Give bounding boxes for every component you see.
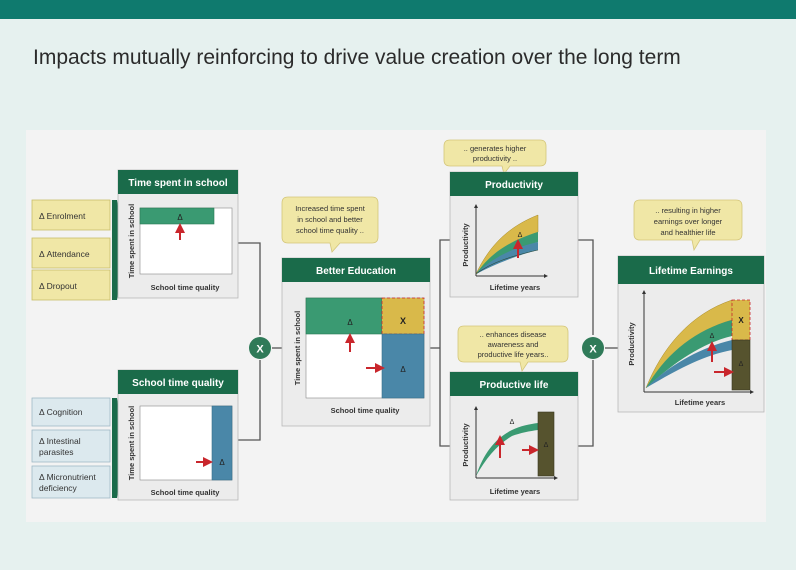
- svg-text:.. enhances disease: .. enhances disease: [480, 330, 547, 339]
- connector-lines: [238, 239, 618, 447]
- svg-text:School time quality: School time quality: [151, 283, 221, 292]
- svg-text:Δ: Δ: [347, 318, 353, 327]
- svg-text:Time spent in school: Time spent in school: [127, 406, 136, 480]
- svg-text:Δ: Δ: [518, 232, 523, 239]
- svg-text:Δ Enrolment: Δ Enrolment: [39, 211, 86, 221]
- svg-text:Δ: Δ: [710, 333, 715, 340]
- multiply-connector-left: X: [249, 337, 271, 359]
- inputs-bottom: Δ Cognition Δ Intestinal parasites Δ Mic…: [31, 397, 111, 499]
- panel-productive-life: Productive life Δ Δ Productivity Lifetim…: [449, 371, 579, 501]
- panel-productivity: Productivity Δ Productivity Lifetime yea…: [449, 171, 579, 298]
- callout-earnings: .. resulting in higher earnings over lon…: [633, 199, 743, 252]
- svg-text:Productivity: Productivity: [461, 223, 470, 267]
- svg-text:Time spent in school: Time spent in school: [127, 204, 136, 278]
- panel-lifetime-earnings: Lifetime Earnings Δ X Δ Productivity Lif…: [617, 255, 765, 413]
- svg-text:Δ Cognition: Δ Cognition: [39, 407, 83, 417]
- svg-text:Δ: Δ: [544, 442, 549, 449]
- svg-text:.. generates higher: .. generates higher: [464, 144, 527, 153]
- input-box-cognition: Δ Cognition: [31, 397, 111, 427]
- svg-text:earnings over longer: earnings over longer: [654, 217, 723, 226]
- svg-text:Δ Attendance: Δ Attendance: [39, 249, 90, 259]
- multiply-symbol: X: [589, 344, 597, 356]
- svg-text:Δ: Δ: [510, 419, 515, 426]
- svg-text:Δ: Δ: [219, 458, 225, 467]
- svg-text:Lifetime years: Lifetime years: [490, 487, 540, 496]
- svg-text:Δ Dropout: Δ Dropout: [39, 281, 77, 291]
- input-box-enrolment: Δ Enrolment: [31, 199, 111, 231]
- svg-text:Δ Intestinal: Δ Intestinal: [39, 436, 81, 446]
- svg-text:parasites: parasites: [39, 447, 74, 457]
- svg-text:deficiency: deficiency: [39, 483, 78, 493]
- panel-title: Better Education: [316, 266, 396, 277]
- svg-text:Lifetime years: Lifetime years: [675, 398, 725, 407]
- svg-text:productive life years..: productive life years..: [478, 350, 549, 359]
- svg-text:productivity ..: productivity ..: [473, 154, 517, 163]
- panel-title: Time spent in school: [128, 178, 227, 189]
- svg-text:Δ Micronutrient: Δ Micronutrient: [39, 472, 96, 482]
- panel-time-spent: Time spent in school Δ Time spent in sch…: [117, 169, 239, 299]
- svg-text:Time spent in school: Time spent in school: [293, 311, 302, 385]
- panel-title: Productivity: [485, 180, 543, 191]
- input-box-intestinal-parasites: Δ Intestinal parasites: [31, 429, 111, 463]
- svg-text:and healthier life: and healthier life: [660, 228, 715, 237]
- panel-title: Lifetime Earnings: [649, 266, 733, 277]
- callout-productive-life: .. enhances disease awareness and produc…: [457, 325, 569, 373]
- svg-text:Δ: Δ: [177, 213, 183, 222]
- callout-education: Increased time spent in school and bette…: [281, 196, 379, 253]
- panel-better-education: Better Education Δ X Δ Time spent in sch…: [281, 257, 431, 427]
- svg-text:school time quality ..: school time quality ..: [296, 226, 364, 235]
- input-box-attendance: Δ Attendance: [31, 237, 111, 269]
- top-band: [0, 0, 796, 19]
- callout-productivity: .. generates higher productivity ..: [443, 139, 547, 175]
- svg-text:X: X: [400, 316, 406, 326]
- multiply-connector-right: X: [582, 337, 604, 359]
- multiply-symbol: X: [256, 344, 264, 356]
- svg-text:School time quality: School time quality: [331, 406, 401, 415]
- svg-text:Δ: Δ: [739, 361, 744, 368]
- svg-text:Lifetime years: Lifetime years: [490, 283, 540, 292]
- svg-text:in school and better: in school and better: [297, 215, 363, 224]
- inputs-top: Δ Enrolment Δ Attendance Δ Dropout: [31, 199, 111, 301]
- panel-title: School time quality: [132, 378, 224, 389]
- svg-text:X: X: [738, 316, 744, 325]
- svg-text:Increased time spent: Increased time spent: [295, 204, 366, 213]
- svg-text:School time quality: School time quality: [151, 488, 221, 497]
- input-box-dropout: Δ Dropout: [31, 269, 111, 301]
- input-box-micronutrient-deficiency: Δ Micronutrient deficiency: [31, 465, 111, 499]
- page-title: Impacts mutually reinforcing to drive va…: [33, 46, 681, 69]
- svg-text:Δ: Δ: [400, 365, 406, 374]
- svg-text:.. resulting in higher: .. resulting in higher: [655, 206, 721, 215]
- panel-school-quality: School time quality Δ Time spent in scho…: [117, 369, 239, 501]
- svg-text:Productivity: Productivity: [461, 423, 470, 467]
- panel-title: Productive life: [480, 380, 549, 391]
- svg-text:awareness and: awareness and: [488, 340, 539, 349]
- svg-text:Productivity: Productivity: [627, 322, 636, 366]
